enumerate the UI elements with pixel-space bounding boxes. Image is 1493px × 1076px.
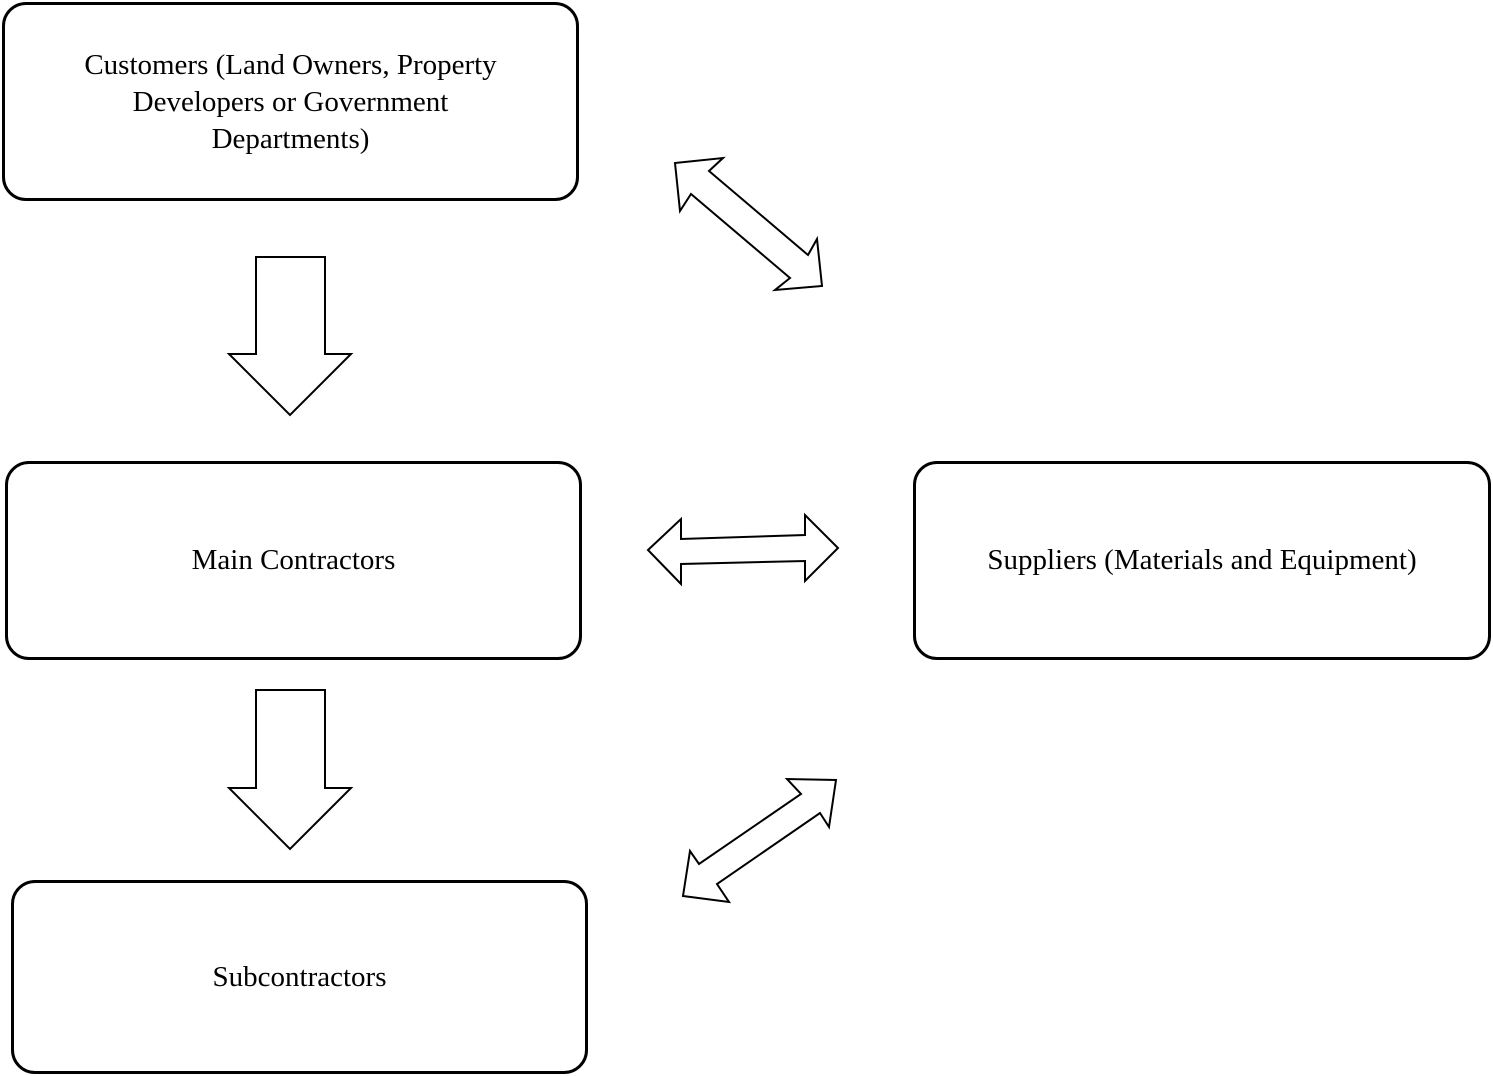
customers-box: Customers (Land Owners, Property Develop… (2, 2, 579, 201)
double-arrow-subcontractors-suppliers (681, 777, 838, 904)
double-arrow-customers-suppliers (673, 156, 824, 292)
subcontractors-label: Subcontractors (212, 960, 387, 993)
double-arrow-main-contractors-suppliers (646, 512, 840, 587)
main-contractors-box: Main Contractors (5, 461, 582, 660)
main-contractors-label: Main Contractors (191, 544, 396, 576)
customers-label: Customers (Land Owners, Property Develop… (84, 49, 497, 155)
suppliers-label: Suppliers (Materials and Equipment) (987, 544, 1417, 576)
subcontractors-box: Subcontractors (11, 880, 588, 1074)
arrow-customers-to-main-contractors (226, 256, 354, 417)
arrow-main-contractors-to-subcontractors (226, 689, 354, 851)
suppliers-box: Suppliers (Materials and Equipment) (913, 461, 1491, 660)
